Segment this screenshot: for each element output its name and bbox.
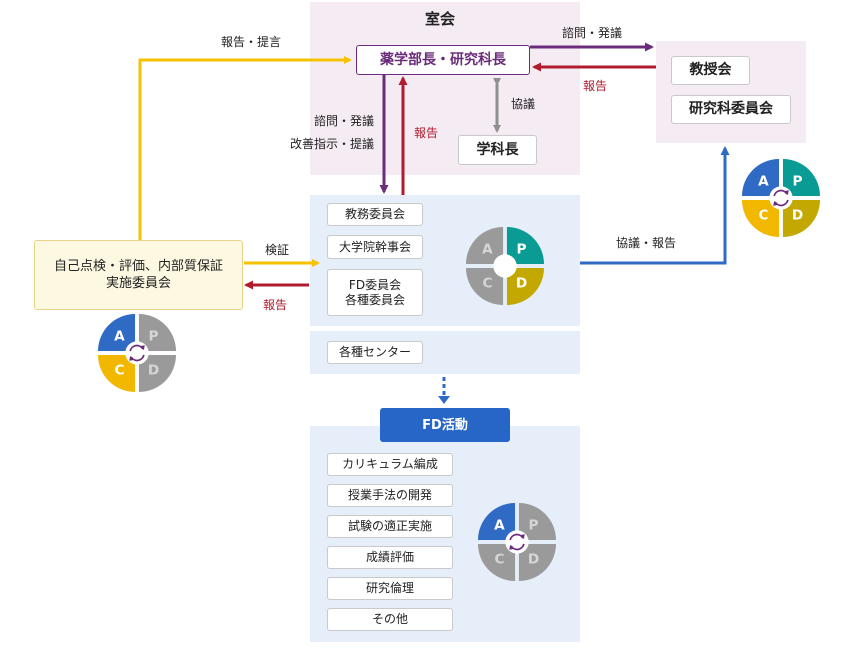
pdca-quadrant-c xyxy=(466,267,504,305)
label-report-left: 報告 xyxy=(263,298,288,312)
pdca-letter: C xyxy=(482,275,492,291)
pdca-letter: C xyxy=(494,551,504,567)
pdca-quadrant-p xyxy=(138,314,176,352)
fd-committee-box: FD委員会 各種委員会 xyxy=(327,269,423,316)
label-consult-left: 諮問・発議 xyxy=(313,114,374,128)
pdca-quadrant-a xyxy=(478,503,516,541)
pdca-quadrant-d xyxy=(506,267,544,305)
pdca-letter: P xyxy=(517,241,527,257)
fd-item: 授業手法の開発 xyxy=(327,484,453,507)
pdca-letter: A xyxy=(482,241,493,257)
pdca-quadrant-a xyxy=(466,227,504,265)
pdca-letter: A xyxy=(114,328,125,344)
arrow-report-proposal xyxy=(138,56,352,240)
label-consult-top: 諮問・発議 xyxy=(562,26,623,40)
pdca-cycle-self-eval: A P C D xyxy=(98,314,176,392)
committee-item: 大学院幹事会 xyxy=(327,235,423,259)
arrow-consult-report xyxy=(580,146,730,265)
pdca-quadrant-p xyxy=(782,159,820,197)
shitsukai-title: 室会 xyxy=(425,10,456,28)
fd-item: 成績評価 xyxy=(327,546,453,569)
dean-box: 薬学部長・研究科長 xyxy=(356,45,530,75)
pdca-quadrant-c xyxy=(98,354,136,392)
fd-committee-line2: 各種委員会 xyxy=(344,292,405,307)
label-report-proposal: 報告・提言 xyxy=(221,35,282,49)
fd-title: FD活動 xyxy=(380,408,510,442)
self-eval-box: 自己点検・評価、内部質保証 実施委員会 xyxy=(34,240,243,310)
fd-item: カリキュラム編成 xyxy=(327,453,453,476)
pdca-cycle-committees: A P C D xyxy=(466,227,544,305)
research-committee-box: 研究科委員会 xyxy=(671,95,791,124)
pdca-letter: P xyxy=(793,173,803,189)
committee-item: 教務委員会 xyxy=(327,203,423,226)
pdca-quadrant-c xyxy=(478,543,516,581)
pdca-quadrant-d xyxy=(782,199,820,237)
label-verify: 検証 xyxy=(265,243,290,257)
pdca-quadrant-p xyxy=(518,503,556,541)
cycle-icon xyxy=(773,189,789,207)
pdca-letter: A xyxy=(758,173,769,189)
pdca-letter: P xyxy=(529,517,539,533)
fd-committee-line1: FD委員会 xyxy=(348,277,402,292)
label-report-from-faculty: 報告 xyxy=(583,79,608,93)
pdca-letter: D xyxy=(792,207,803,223)
pdca-letter: P xyxy=(149,328,159,344)
pdca-quadrant-a xyxy=(98,314,136,352)
self-eval-line2: 実施委員会 xyxy=(105,276,171,291)
professors-box: 教授会 xyxy=(671,56,750,85)
pdca-letter: D xyxy=(528,551,539,567)
pdca-quadrant-d xyxy=(518,543,556,581)
pdca-quadrant-d xyxy=(138,354,176,392)
pdca-letter: D xyxy=(516,275,527,291)
cycle-icon xyxy=(129,344,145,362)
pdca-letter: D xyxy=(148,362,159,378)
pdca-quadrant-a xyxy=(742,159,780,197)
pdca-cycle-faculty: A P C D xyxy=(742,159,820,237)
dept-head-box: 学科長 xyxy=(458,135,537,165)
kyogi-label: 協議 xyxy=(511,97,536,111)
pdca-quadrant-p xyxy=(506,227,544,265)
arrow-to-fd-head xyxy=(438,396,450,404)
pdca-letter: A xyxy=(494,517,505,533)
fd-item: その他 xyxy=(327,608,453,631)
pdca-letter: C xyxy=(758,207,768,223)
cycle-icon xyxy=(509,533,525,551)
fd-item: 試験の適正実施 xyxy=(327,515,453,538)
pdca-cycle-fd: A P C D xyxy=(478,503,556,581)
fd-item: 研究倫理 xyxy=(327,577,453,600)
label-improve-instruct: 改善指示・提議 xyxy=(289,137,374,151)
self-eval-line1: 自己点検・評価、内部質保証 xyxy=(53,259,223,274)
centers-box: 各種センター xyxy=(327,341,423,364)
label-consult-report: 協議・報告 xyxy=(616,236,677,250)
pdca-quadrant-c xyxy=(742,199,780,237)
label-report-up: 報告 xyxy=(414,126,439,140)
pdca-letter: C xyxy=(114,362,124,378)
pdca-center xyxy=(493,254,517,278)
